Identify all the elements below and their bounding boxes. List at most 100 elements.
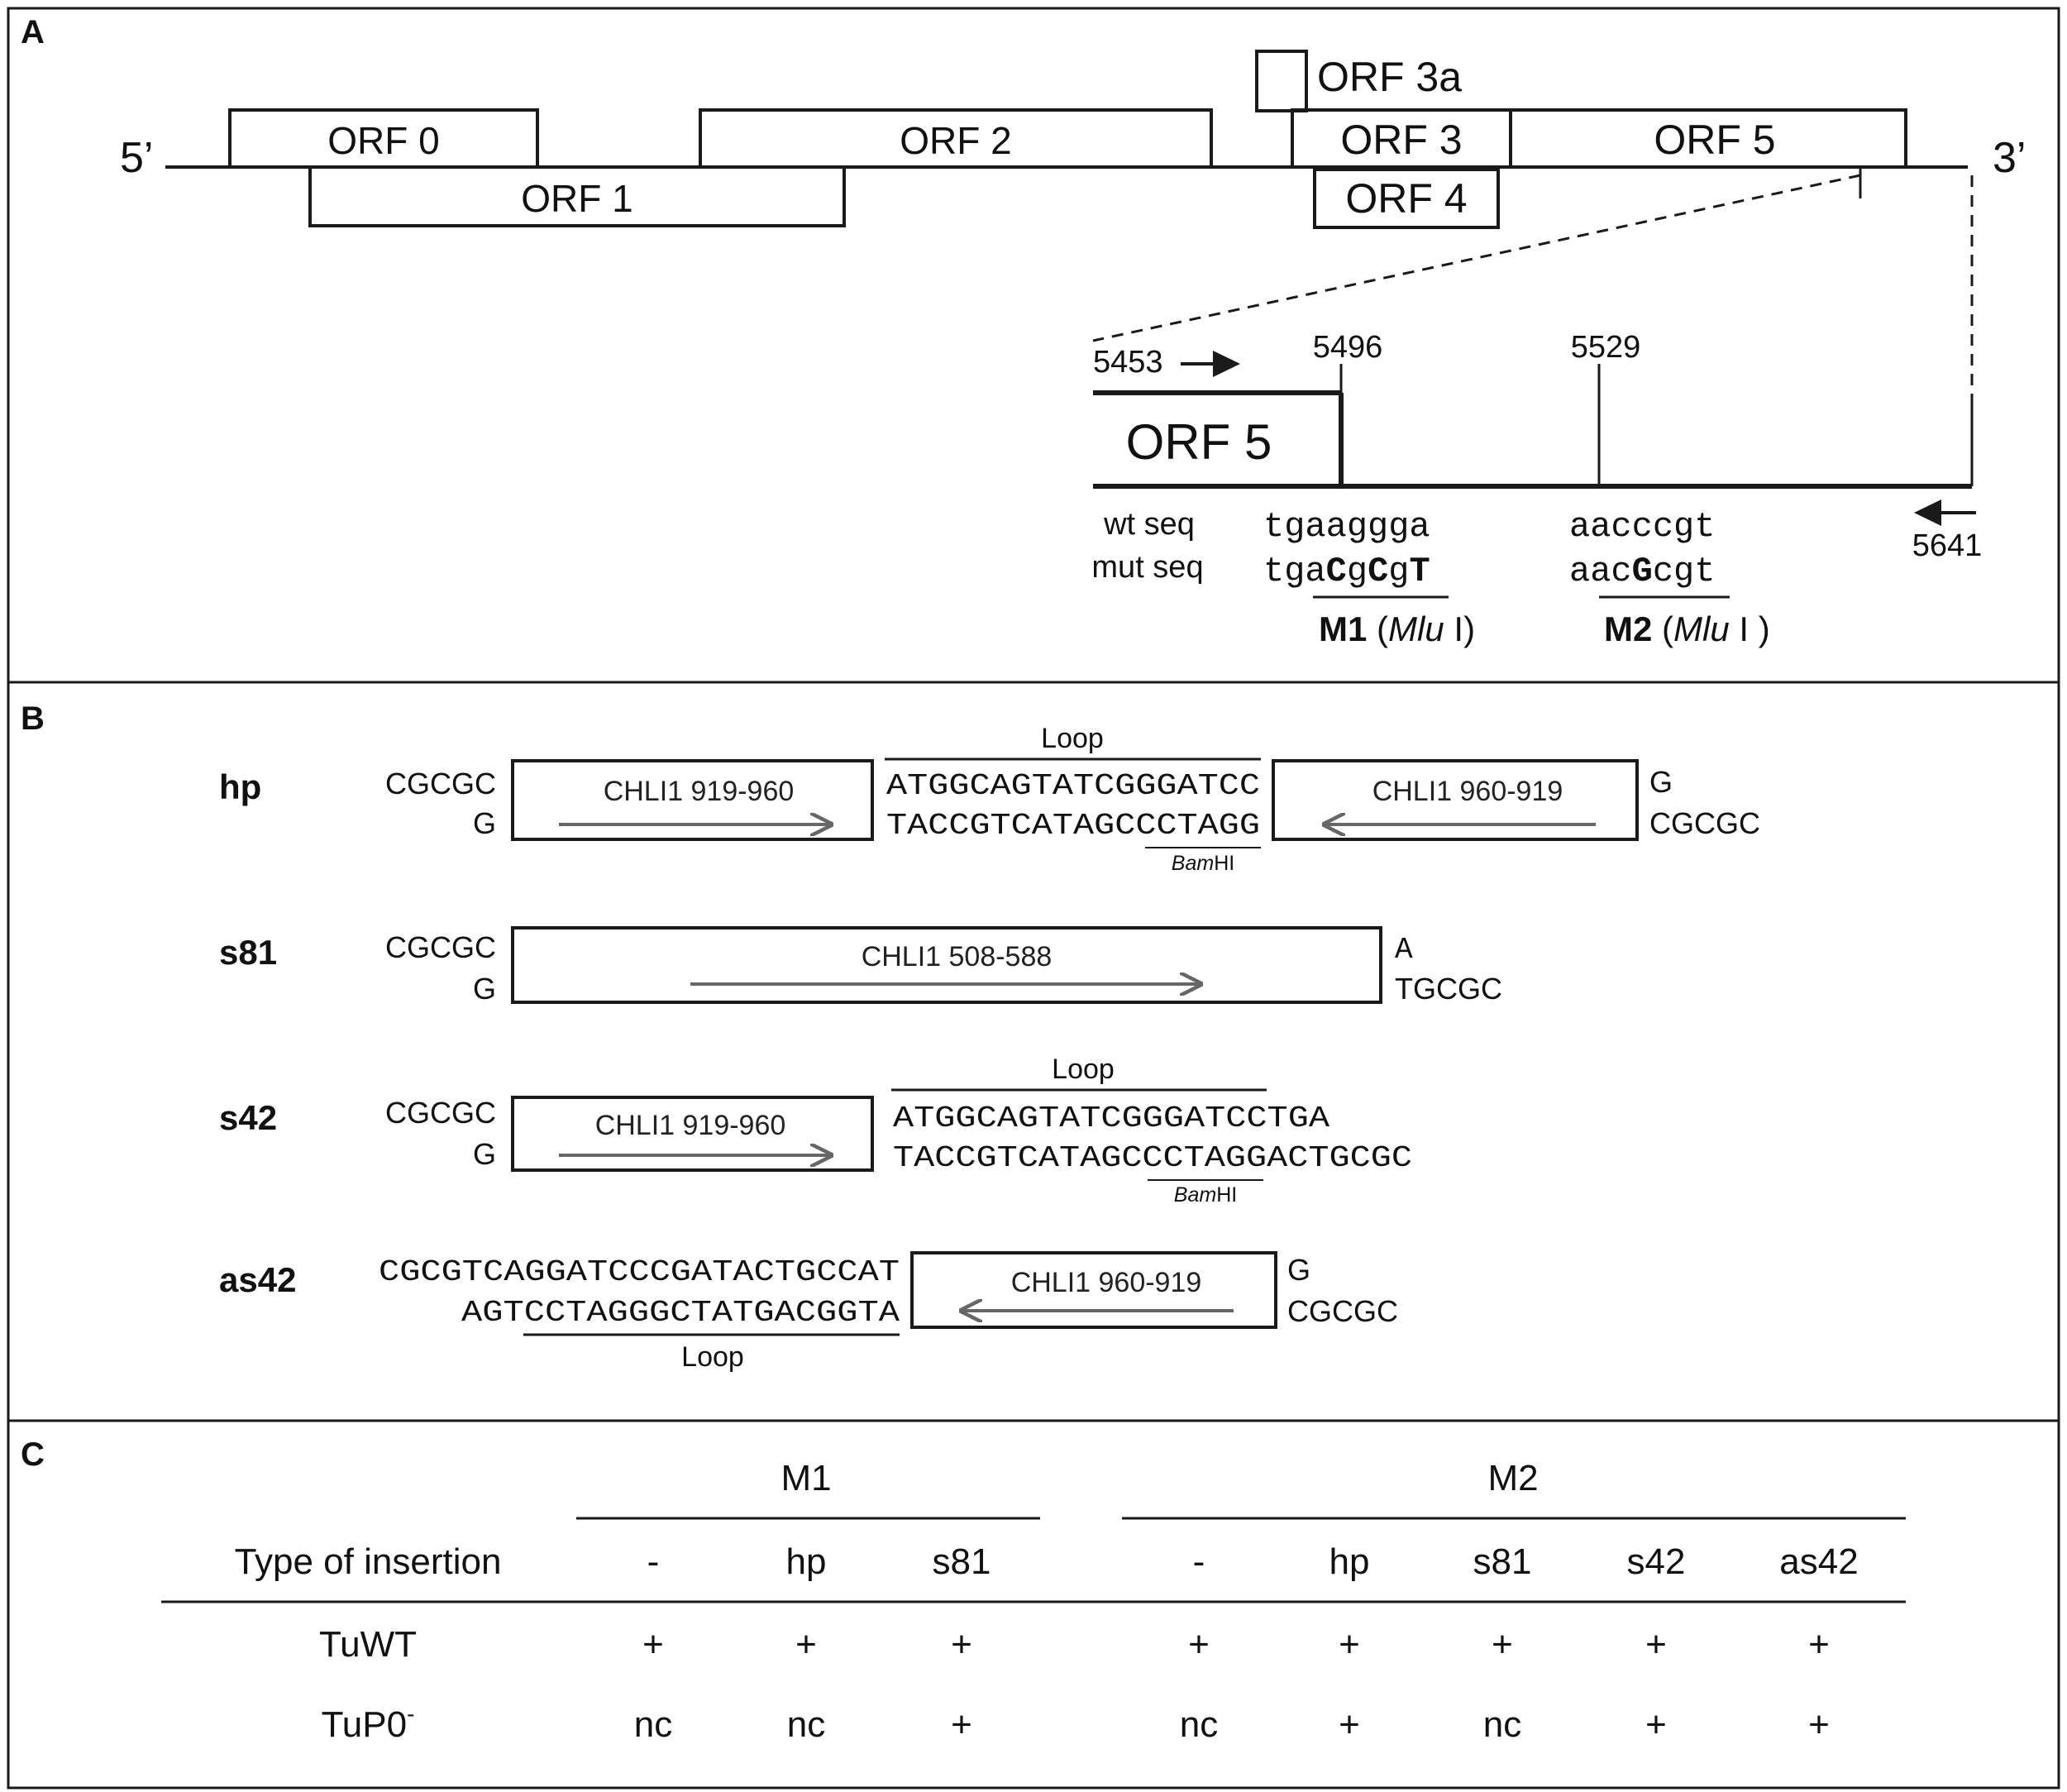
orf5-label: ORF 5 — [1654, 117, 1775, 163]
orf4-box — [1313, 168, 1500, 229]
pos-5641: 5641 — [1912, 528, 1983, 563]
m2-mut-seq: aacGcgt — [1569, 552, 1715, 591]
table-cell: nc — [634, 1704, 672, 1745]
sense-box-label: CHLI1 919-960 — [595, 1110, 786, 1141]
left-bottom-seq: G — [473, 806, 496, 840]
right-top-seq: G — [1649, 765, 1673, 799]
table-row: TuWT++++++++ — [319, 1624, 1830, 1665]
table-cell: + — [951, 1704, 972, 1745]
table-cell: + — [1808, 1624, 1830, 1665]
orf5-inset-label: ORF 5 — [1126, 414, 1272, 470]
column-header: hp — [1329, 1541, 1370, 1582]
construct-name: as42 — [219, 1260, 296, 1299]
panel-b-label: B — [21, 700, 45, 737]
panel-c-label: C — [21, 1436, 45, 1473]
construct-hp: hp CGCGC G CHLI1 919-960 Loop ATGGCAGTAT… — [219, 723, 1760, 875]
results-table: M1 M2 Type of insertion - hp s81 - hp s81 s42 a… — [161, 1458, 1906, 1745]
group-m2-header: M2 — [1487, 1458, 1538, 1498]
loop-label: Loop — [1041, 723, 1104, 754]
panel-a-label: A — [21, 14, 45, 50]
inset-labels: ORF 5 5453 5496 5529 5641 wt seq mut seq — [1091, 330, 1982, 585]
left-top-seq: CGCGC — [385, 767, 496, 800]
orf3a-box — [1255, 50, 1308, 112]
m1-mut-seq: tgaCgCgT — [1263, 552, 1430, 591]
sense-box — [511, 926, 1382, 1004]
antisense-box-label: CHLI1 960-919 — [1372, 776, 1563, 807]
table-cell: nc — [787, 1704, 825, 1745]
orf1-label: ORF 1 — [521, 177, 633, 220]
mut-seq-label: mut seq — [1091, 550, 1203, 585]
m1-site-label: M1 (Mlu I) — [1319, 609, 1475, 648]
right-bottom-seq: CGCGC — [1287, 1294, 1398, 1328]
left-bottom-seq: G — [473, 972, 496, 1006]
construct-name: hp — [219, 767, 261, 806]
table-cell: + — [1645, 1624, 1667, 1665]
three-prime-label: 3’ — [1993, 134, 2026, 182]
m2-site-label: M2 (Mlu I ) — [1604, 609, 1770, 648]
table-cell: + — [1645, 1704, 1667, 1745]
column-header: - — [1193, 1541, 1205, 1582]
right-bottom-seq: CGCGC — [1649, 806, 1760, 840]
m1-wt-seq: tgaaggga — [1263, 507, 1430, 547]
loop-seq-top: ATGGCAGTATCGGGATCC — [886, 769, 1260, 803]
orf5-box — [1509, 108, 1907, 169]
right-top-seq: A — [1395, 933, 1413, 967]
pos-5529: 5529 — [1571, 330, 1641, 365]
panel-c-frame — [7, 1419, 2060, 1790]
m2-wt-seq: aacccgt — [1569, 507, 1715, 547]
orf1-box — [308, 165, 846, 227]
column-header: hp — [786, 1541, 827, 1582]
table-cell: + — [1492, 1624, 1513, 1665]
construct-name: s42 — [219, 1098, 277, 1137]
table-cell: nc — [1180, 1704, 1218, 1745]
reverse-primer-arrow — [1914, 499, 1976, 526]
loop-seq-bottom: TACCGTCATAGCCCTAGGACTGCGC — [893, 1141, 1412, 1175]
table-cell: + — [951, 1624, 972, 1665]
column-header: s81 — [933, 1541, 991, 1582]
loop-seq-bottom: TACCGTCATAGCCCTAGG — [886, 809, 1260, 843]
genome-labels: 5’ 3’ ORF 0 ORF 1 ORF 2 ORF 3a ORF 3 ORF… — [120, 54, 2026, 222]
table-cell: + — [642, 1624, 664, 1665]
column-header: - — [647, 1541, 660, 1582]
column-headers: - hp s81 - hp s81 s42 as42 — [647, 1541, 1859, 1582]
antisense-box-label: CHLI1 960-919 — [1011, 1267, 1202, 1298]
loop-seq-bottom: AGTCCTAGGGCTATGACGGTA — [461, 1296, 900, 1330]
construct-name: s81 — [219, 933, 277, 972]
right-top-seq: G — [1287, 1253, 1310, 1287]
column-header: as42 — [1779, 1541, 1858, 1582]
sense-box — [511, 1096, 874, 1172]
sense-box — [511, 759, 874, 841]
left-bottom-seq: G — [473, 1137, 496, 1171]
orf4-label: ORF 4 — [1345, 175, 1467, 222]
antisense-box — [910, 1251, 1277, 1329]
sense-box-label: CHLI1 919-960 — [604, 776, 795, 807]
table-cell: + — [1339, 1704, 1360, 1745]
antisense-box — [1272, 759, 1639, 841]
left-top-seq: CGCGC — [385, 1096, 496, 1130]
bamhi-label: BamHI — [1172, 852, 1234, 875]
pos-5496: 5496 — [1313, 330, 1383, 365]
construct-as42: as42 CGCGTCAGGATCCCGATACTGCCAT AGTCCTAGG… — [219, 1251, 1398, 1373]
group-m1-header: M1 — [780, 1458, 831, 1498]
row-label: TuP0- — [322, 1701, 415, 1745]
loop-seq-top: ATGGCAGTATCGGGATCCTGA — [893, 1101, 1329, 1135]
right-bottom-seq: TGCGC — [1395, 972, 1502, 1006]
orf3-label: ORF 3 — [1340, 117, 1462, 163]
construct-s42: s42 CGCGC G CHLI1 919-960 Loop ATGGCAGTA… — [219, 1054, 1412, 1207]
table-cell: nc — [1483, 1704, 1521, 1745]
forward-primer-arrow — [1181, 351, 1240, 377]
construct-s81: s81 CGCGC G CHLI1 508-588 A TGCGC — [219, 926, 1502, 1006]
loop-label: Loop — [681, 1341, 744, 1373]
loop-seq-top: CGCGTCAGGATCCCGATACTGCCAT — [379, 1255, 900, 1289]
table-cell: + — [1339, 1624, 1360, 1665]
orf3a-label: ORF 3a — [1317, 54, 1462, 100]
column-header: s81 — [1473, 1541, 1532, 1582]
orf0-label: ORF 0 — [327, 119, 439, 162]
column-header: s42 — [1627, 1541, 1686, 1582]
row-header-label: Type of insertion — [235, 1541, 502, 1582]
table-cell: + — [1188, 1624, 1210, 1665]
pos-5453: 5453 — [1093, 345, 1163, 380]
